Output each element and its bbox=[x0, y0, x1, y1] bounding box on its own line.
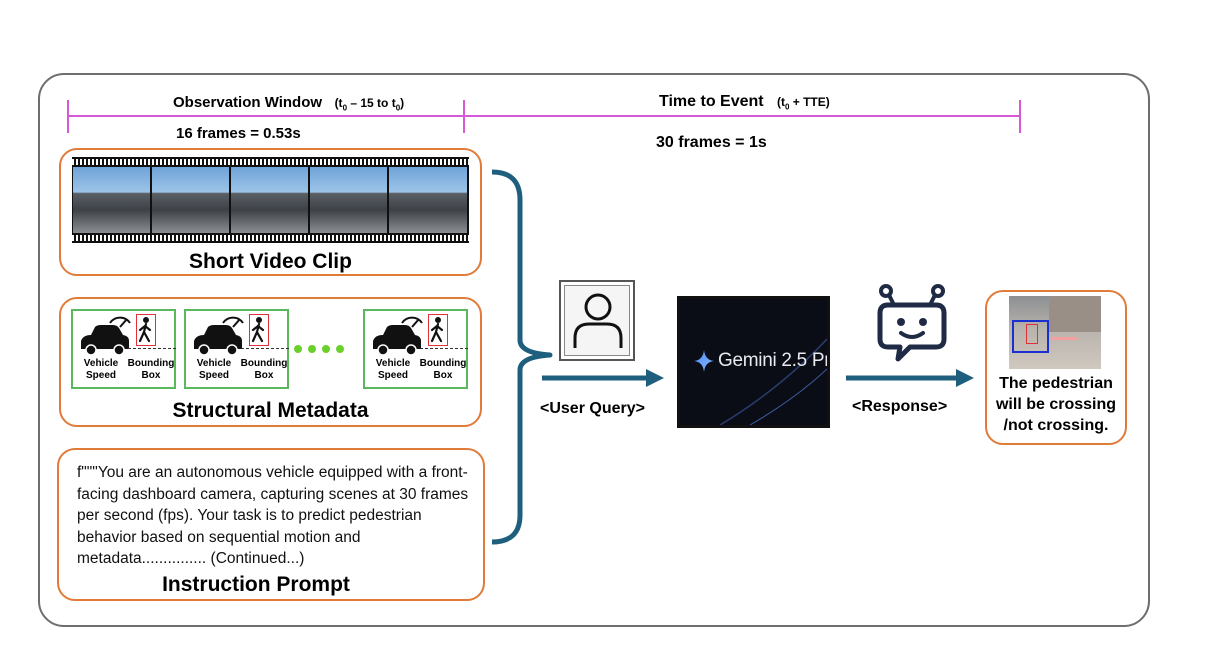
diagram-frame bbox=[38, 73, 1150, 627]
metadata-item: Vehicle Speed Bounding Box bbox=[184, 309, 289, 389]
metadata-item: Vehicle Speed Bounding Box bbox=[363, 309, 468, 389]
instruction-prompt-box bbox=[57, 448, 485, 601]
film-sprocket-bottom bbox=[72, 235, 469, 241]
user-icon bbox=[573, 293, 623, 348]
video-clip-title: Short Video Clip bbox=[189, 250, 352, 273]
query-arrow-head bbox=[646, 369, 664, 387]
video-frame bbox=[389, 167, 467, 233]
response-label: <Response> bbox=[852, 398, 948, 415]
gemini-background-swoosh bbox=[719, 338, 827, 425]
bounding-box-label: Bounding Box bbox=[419, 358, 467, 381]
car-speedometer-icon bbox=[81, 316, 131, 356]
pedestrian-icon bbox=[428, 314, 448, 346]
output-bbox-red bbox=[1026, 324, 1038, 344]
observation-window-label: Observation Window (t0 – 15 to t0) bbox=[173, 94, 405, 113]
gemini-sparkle-icon bbox=[694, 350, 714, 372]
bbox-ground-line bbox=[420, 348, 468, 349]
tte-label: Time to Event (t0 + TTE) bbox=[659, 93, 830, 112]
metadata-title: Structural Metadata bbox=[172, 399, 369, 422]
video-frame bbox=[310, 167, 387, 233]
video-frame bbox=[231, 167, 308, 233]
vehicle-speed-label: Vehicle Speed bbox=[196, 358, 232, 381]
video-frame bbox=[152, 167, 229, 233]
gemini-model-box: Gemini 2.5 Pro bbox=[677, 296, 830, 428]
output-motion-arrow bbox=[1051, 337, 1077, 340]
metadata-item: Vehicle Speed Bounding Box bbox=[71, 309, 176, 389]
user-icon-frame bbox=[559, 280, 635, 361]
video-frame bbox=[73, 167, 150, 233]
vehicle-speed-label: Vehicle Speed bbox=[375, 358, 411, 381]
video-film-strip bbox=[72, 157, 469, 243]
timeline bbox=[67, 100, 1021, 133]
instruction-prompt-text: f"""You are an autonomous vehicle equipp… bbox=[77, 464, 469, 567]
observation-frames-label: 16 frames = 0.53s bbox=[176, 125, 301, 142]
input-brace bbox=[491, 169, 553, 545]
tte-frames-label: 30 frames = 1s bbox=[656, 134, 767, 151]
car-speedometer-icon bbox=[373, 316, 423, 356]
output-scene-image bbox=[1009, 296, 1101, 369]
instruction-prompt-title: Instruction Prompt bbox=[162, 573, 350, 596]
user-query-label: <User Query> bbox=[540, 400, 645, 417]
gemini-model-name: Gemini 2.5 Pro bbox=[718, 350, 830, 371]
ellipsis-dots bbox=[294, 345, 344, 353]
output-text: The pedestrian will be crossing /not cro… bbox=[995, 375, 1117, 434]
output-bbox-blue bbox=[1012, 320, 1049, 353]
robot-icon bbox=[877, 284, 947, 362]
bbox-ground-line bbox=[241, 348, 289, 349]
car-speedometer-icon bbox=[194, 316, 244, 356]
response-arrow-head bbox=[956, 369, 974, 387]
bounding-box-label: Bounding Box bbox=[240, 358, 288, 381]
pedestrian-icon bbox=[136, 314, 156, 346]
bounding-box-label: Bounding Box bbox=[127, 358, 175, 381]
film-sprocket-top bbox=[72, 159, 469, 165]
pedestrian-icon bbox=[249, 314, 269, 346]
vehicle-speed-label: Vehicle Speed bbox=[83, 358, 119, 381]
bbox-ground-line bbox=[128, 348, 176, 349]
flow-connectors bbox=[491, 169, 974, 545]
